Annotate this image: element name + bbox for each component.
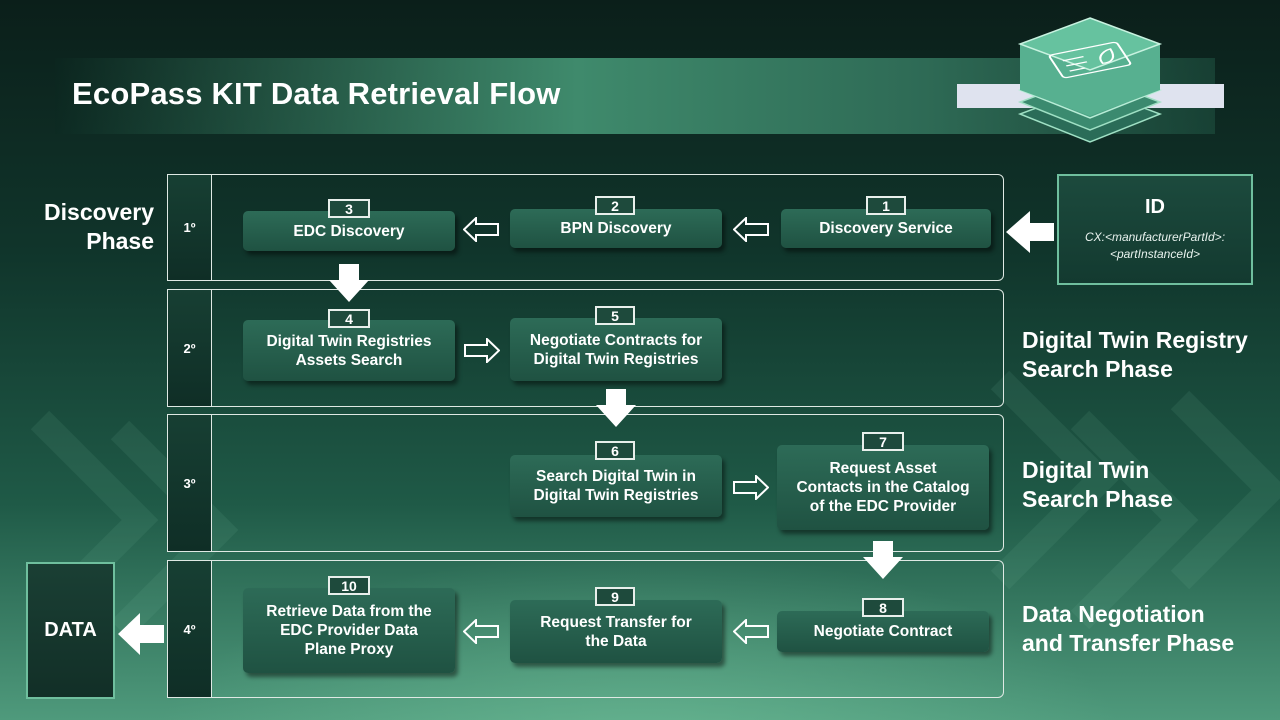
step-1-badge: 1 [866,196,906,215]
phase-label-data-negotiation: Data Negotiation and Transfer Phase [1022,600,1234,658]
step-4-badge: 4 [328,309,370,328]
step-3-badge: 3 [328,199,370,218]
ecopass-logo-icon [1017,17,1163,143]
step-text: Digital Twin Registries [266,332,432,350]
step-8-negotiate-contract: Negotiate Contract [777,611,989,652]
step-text: Digital Twin Registries [533,487,699,504]
step-text: EDC Discovery [293,222,405,240]
step-text: Contacts in the Catalog [796,479,970,496]
phase-label-line: Phase [86,228,154,254]
id-format-text: CX:<manufacturerPartId>: <partInstanceId… [1059,229,1251,263]
arrow-step1-to-step2-icon [733,217,769,242]
step-1-discovery-service: Discovery Service [781,209,991,248]
step-4-dtr-assets-search: Digital Twin Registries Assets Search [243,320,455,381]
step-text: BPN Discovery [560,220,672,237]
phase-label-line: Digital Twin Registry [1022,327,1248,353]
arrow-step7-to-step8-icon [863,541,903,579]
phase-label-line: Search Phase [1022,356,1173,382]
arrow-id-to-discovery-icon [1006,211,1054,253]
step-text: Digital Twin Registries [533,350,699,368]
phase-label-line: Digital Twin [1022,457,1150,483]
step-text: Discovery Service [819,220,953,237]
step-2-badge: 2 [595,196,635,215]
step-5-badge: 5 [595,306,635,325]
step-text: EDC Provider Data [280,622,418,639]
id-box: ID CX:<manufacturerPartId>: <partInstanc… [1057,174,1253,285]
phase-label-dtr-search: Digital Twin Registry Search Phase [1022,326,1248,384]
step-text: Negotiate Contract [813,623,953,640]
step-text: the Data [585,632,647,650]
phase-number-4: 4º [167,560,212,698]
id-title: ID [1145,196,1165,218]
step-text: of the EDC Provider [809,498,957,515]
page-title: EcoPass KIT Data Retrieval Flow [72,76,561,111]
phase-label-line: and Transfer Phase [1022,630,1235,656]
arrow-step9-to-step10-icon [463,619,499,644]
data-output-box: DATA [26,562,115,699]
step-6-search-digital-twin: Search Digital Twin in Digital Twin Regi… [510,455,722,517]
step-text: Request Transfer for [540,613,692,631]
step-6-badge: 6 [595,441,635,460]
step-8-badge: 8 [862,598,904,617]
step-text: Retrieve Data from the [266,603,432,620]
step-text: Negotiate Contracts for [529,331,703,349]
step-9-request-transfer: Request Transfer for the Data [510,600,722,663]
step-7-badge: 7 [862,432,904,451]
phase-label-dt-search: Digital Twin Search Phase [1022,456,1173,514]
id-format-line: <partInstanceId> [1109,247,1201,261]
phase-label-line: Data Negotiation [1022,601,1205,627]
arrow-to-data-icon [118,613,164,655]
id-format-line: CX:<manufacturerPartId>: [1084,230,1226,244]
step-10-retrieve-data: Retrieve Data from the EDC Provider Data… [243,588,455,673]
step-text: Search Digital Twin in [536,468,696,485]
arrow-step3-to-step4-icon [329,264,369,302]
step-2-bpn-discovery: BPN Discovery [510,209,722,248]
step-text: Assets Search [295,351,403,369]
step-text: Plane Proxy [304,641,394,658]
arrow-step4-to-step5-icon [464,338,500,363]
phase-label-line: Search Phase [1022,486,1173,512]
step-3-edc-discovery: EDC Discovery [243,211,455,251]
phase-label-line: Discovery [44,199,154,225]
step-7-request-asset-contacts: Request Asset Contacts in the Catalog of… [777,445,989,530]
step-9-badge: 9 [595,587,635,606]
phase-number-2: 2º [167,289,212,407]
arrow-step6-to-step7-icon [733,475,769,500]
arrow-step5-to-step6-icon [596,389,636,427]
arrow-step2-to-step3-icon [463,217,499,242]
phase-label-discovery: Discovery Phase [20,198,154,256]
phase-number-3: 3º [167,414,212,552]
step-text: Request Asset [829,460,937,477]
phase-number-1: 1º [167,174,212,281]
step-5-negotiate-dtr-contracts: Negotiate Contracts for Digital Twin Reg… [510,318,722,381]
arrow-step8-to-step9-icon [733,619,769,644]
step-10-badge: 10 [328,576,370,595]
